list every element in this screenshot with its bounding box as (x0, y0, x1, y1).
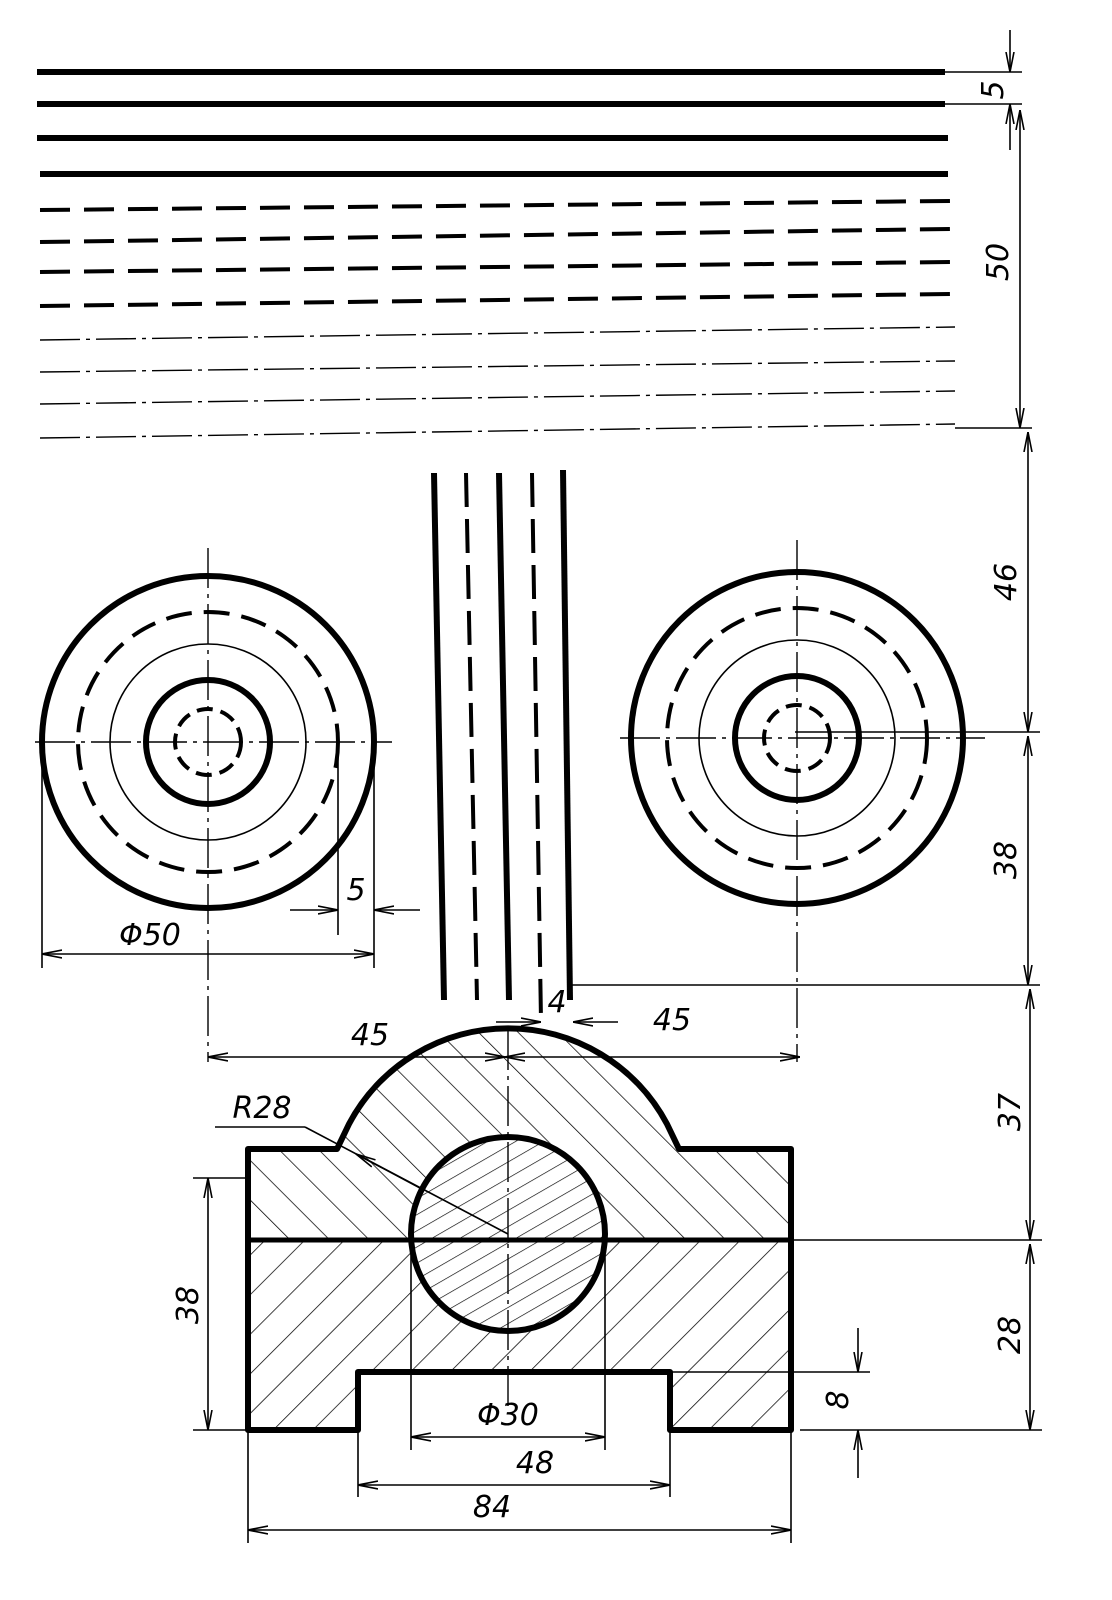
dim-strip-gap: 4 (547, 985, 566, 1020)
dashed-line-2 (39, 227, 951, 244)
left-circle-dimensions: Φ50 5 (41, 725, 420, 968)
section-outline (245, 1025, 794, 1433)
dim-outer-diameter: Φ50 (119, 918, 181, 953)
dim-ring-width: 5 (346, 873, 365, 908)
dim-arc-radius: R28 (232, 1091, 291, 1126)
dim-base-height-left: 38 (171, 1286, 206, 1324)
strip-solid-1 (431, 472, 447, 1001)
dim-right-center-offset: 45 (653, 1003, 691, 1038)
center-distance-dimensions: 45 45 4 (208, 985, 800, 1057)
dim-base-height-right: 28 (993, 1316, 1028, 1354)
dashed-line-1 (39, 199, 951, 212)
strip-solid-3 (560, 469, 573, 1001)
dashdot-line-4 (39, 423, 956, 439)
line-samples (37, 69, 956, 439)
section-dimensions: 38 8 Φ30 48 84 (171, 1177, 870, 1543)
dim-left-center-offset: 45 (351, 1018, 389, 1053)
dim-overall-width: 84 (473, 1490, 511, 1525)
right-dimension-chain: 5 50 46 38 37 28 (570, 30, 1042, 1431)
dim-lines-block-height: 50 (981, 243, 1016, 281)
dashdot-line-3 (39, 390, 956, 405)
lower-part-hatching (248, 1240, 791, 1430)
right-circle-view (620, 540, 985, 1062)
strip-dashed-1 (464, 472, 479, 1001)
strip-dashed-2 (530, 472, 543, 1021)
dim-bore-diameter: Φ30 (477, 1398, 539, 1433)
dim-groove-width: 48 (516, 1446, 554, 1481)
strip-solid-2 (496, 472, 512, 1001)
dim-upper-view-height: 46 (989, 563, 1024, 601)
vertical-strips (431, 469, 573, 1021)
radius-annotation: R28 (215, 1091, 509, 1235)
dashed-line-4 (39, 292, 951, 308)
dim-groove-depth: 8 (821, 1390, 856, 1409)
dashed-line-3 (39, 260, 951, 274)
dashdot-line-2 (39, 360, 956, 373)
section-view (245, 1025, 794, 1433)
dim-lower-view-height: 38 (989, 841, 1024, 879)
dim-arc-height: 37 (993, 1093, 1028, 1131)
dashdot-line-1 (39, 326, 956, 341)
dim-line-spacing: 5 (976, 80, 1011, 99)
